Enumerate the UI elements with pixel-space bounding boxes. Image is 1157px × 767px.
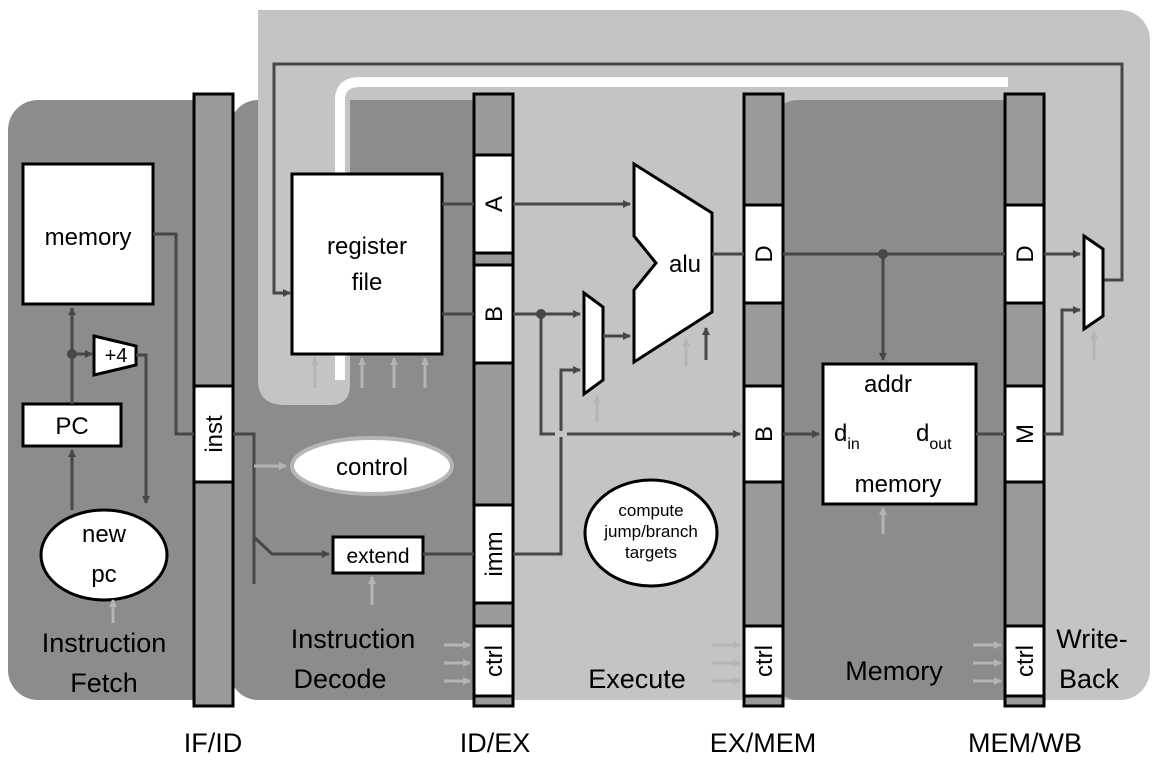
data-memory-dout-label: dout	[916, 420, 952, 453]
stage-writeback-line2: Back	[1059, 664, 1120, 694]
execute-region	[495, 95, 755, 700]
data-memory-addr-label: addr	[864, 371, 912, 398]
new-pc-ellipse	[39, 508, 169, 602]
stage-writeback-line1: Write-	[1056, 624, 1128, 654]
id-ex-a-label: A	[481, 196, 508, 212]
inst-bus-wire	[233, 432, 256, 584]
mem-wb-ctrl-field	[1003, 624, 1046, 698]
mem-wb-label: MEM/WB	[968, 728, 1082, 758]
writeback-feedback-wire	[272, 62, 1124, 297]
ex-mem-ctrl-field	[742, 624, 785, 698]
ex-mem-ctrl-label: ctrl	[751, 645, 778, 677]
stage-memory: Memory	[845, 656, 943, 686]
alu-shape	[632, 161, 714, 365]
ex-mem-b-label: B	[751, 426, 778, 442]
stage-decode-line2: Decode	[293, 664, 386, 694]
writeback-bus-gap	[335, 77, 1008, 380]
compute-targets-line1: compute	[618, 501, 683, 520]
instruction-memory-box	[21, 162, 155, 306]
register-file-label-line2: file	[352, 269, 383, 296]
data-memory-label: memory	[855, 471, 942, 498]
extend-label: extend	[346, 545, 409, 568]
writeback-mux	[1082, 233, 1105, 332]
data-memory-dout-subscript: out	[929, 436, 952, 453]
new-pc-label-line2: pc	[91, 561, 116, 588]
if-id-label: IF/ID	[184, 728, 243, 758]
compute-targets-line3: targets	[625, 543, 677, 562]
data-memory-din-subscript: in	[847, 436, 859, 453]
new-pc-label-line1: new	[82, 521, 127, 548]
ex-mem-label: EX/MEM	[710, 728, 817, 758]
id-ex-b-label: B	[481, 306, 508, 322]
b-to-exmem-wire	[539, 314, 741, 438]
register-file-box	[290, 172, 444, 356]
control-ellipse	[290, 436, 454, 496]
stage-fetch-line2: Fetch	[70, 668, 138, 698]
data-memory-din-label: din	[834, 420, 860, 453]
writeback-bus-region	[258, 10, 1005, 405]
compute-targets-line2: jump/branch	[603, 522, 698, 541]
id-ex-ctrl-field	[472, 624, 515, 698]
ex-mem-d-label: D	[751, 245, 778, 262]
stage-decode-line1: Instruction	[291, 624, 416, 654]
if-id-inst-label: inst	[201, 415, 228, 453]
stage-execute: Execute	[588, 664, 686, 694]
alu-b-mux	[582, 290, 605, 397]
plus4-label: +4	[105, 345, 128, 367]
pc-box	[21, 402, 123, 448]
compute-targets-ellipse	[583, 478, 719, 588]
memory-to-ifid-wire	[153, 232, 194, 436]
adder-to-newpc-wire	[136, 353, 150, 504]
pc-label: PC	[55, 413, 88, 440]
mem-wb-ctrl-label: ctrl	[1012, 645, 1039, 677]
stage-fetch-line1: Instruction	[42, 628, 167, 658]
alu-label: alu	[669, 251, 701, 278]
id-ex-imm-label: imm	[481, 531, 508, 576]
plus4-adder	[92, 334, 138, 377]
id-ex-ctrl-label: ctrl	[481, 645, 508, 677]
mem-wb-m-label: M	[1012, 424, 1039, 444]
register-file-label-line1: register	[327, 233, 407, 260]
data-memory-box	[821, 362, 978, 506]
mem-wb-d-label: D	[1012, 245, 1039, 262]
m-to-wbmux-wire	[1044, 306, 1081, 436]
id-ex-label: ID/EX	[460, 728, 531, 758]
instruction-memory-label: memory	[45, 224, 132, 251]
imm-to-mux-wire	[513, 366, 581, 556]
mem-wb-m-field	[1003, 384, 1046, 484]
inst-to-extend-wire	[252, 535, 330, 558]
control-label: control	[336, 454, 408, 481]
